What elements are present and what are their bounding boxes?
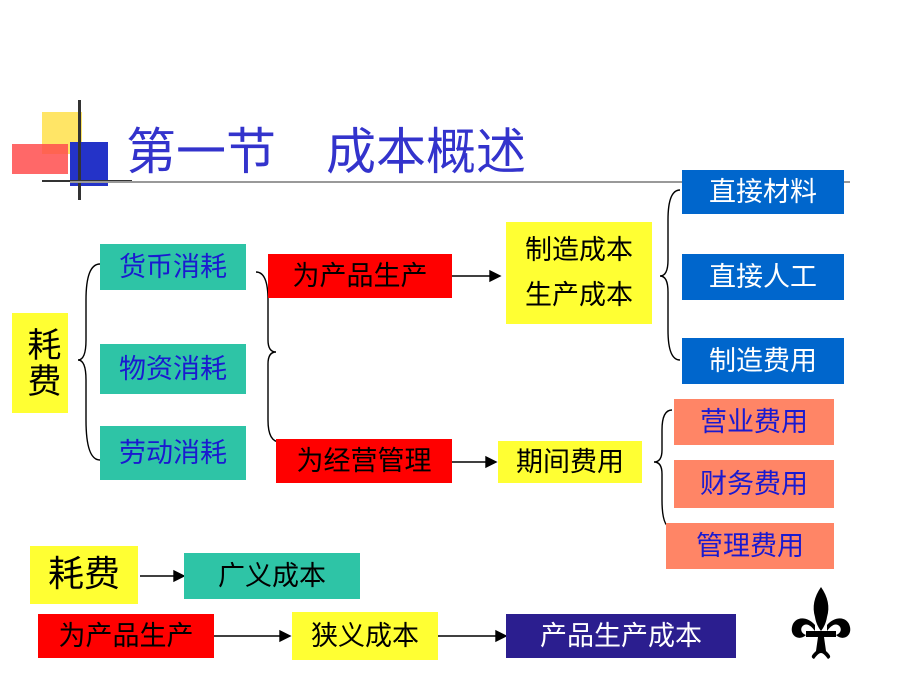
summary-production-box: 为产品生产 (38, 614, 214, 658)
cost-item-direct-materials: 直接材料 (682, 170, 844, 214)
fleur-de-lis-icon (788, 585, 854, 661)
page-title: 第一节 成本概述 (126, 123, 526, 181)
cost-item-direct-labor: 直接人工 (682, 254, 844, 300)
consumption-box: 耗费 (12, 313, 68, 413)
production-cost-label: 生产成本 (525, 280, 633, 311)
manufacturing-cost-label: 制造成本 (525, 235, 633, 266)
expense-item-financial: 财务费用 (674, 460, 834, 508)
purpose-operation: 为经营管理 (276, 439, 452, 483)
summary-narrow-cost-box: 狭义成本 (292, 612, 438, 660)
consumption-type-money: 货币消耗 (100, 244, 246, 290)
expense-item-selling: 营业费用 (674, 399, 834, 445)
summary-product-cost-box: 产品生产成本 (506, 614, 736, 658)
summary-broad-cost-box: 广义成本 (184, 553, 360, 599)
manufacturing-cost-box: 制造成本 生产成本 (506, 222, 652, 324)
period-cost-box: 期间费用 (498, 441, 642, 483)
corner-squares-decoration-icon (10, 100, 132, 200)
summary-consumption-box: 耗费 (30, 546, 138, 604)
expense-item-administrative: 管理费用 (666, 523, 834, 569)
consumption-label: 耗费 (20, 327, 61, 399)
consumption-type-material: 物资消耗 (100, 344, 246, 394)
title-underline (70, 181, 850, 183)
consumption-type-labor: 劳动消耗 (100, 426, 246, 480)
purpose-production: 为产品生产 (268, 254, 452, 298)
cost-item-manufacturing-overhead: 制造费用 (682, 338, 844, 384)
